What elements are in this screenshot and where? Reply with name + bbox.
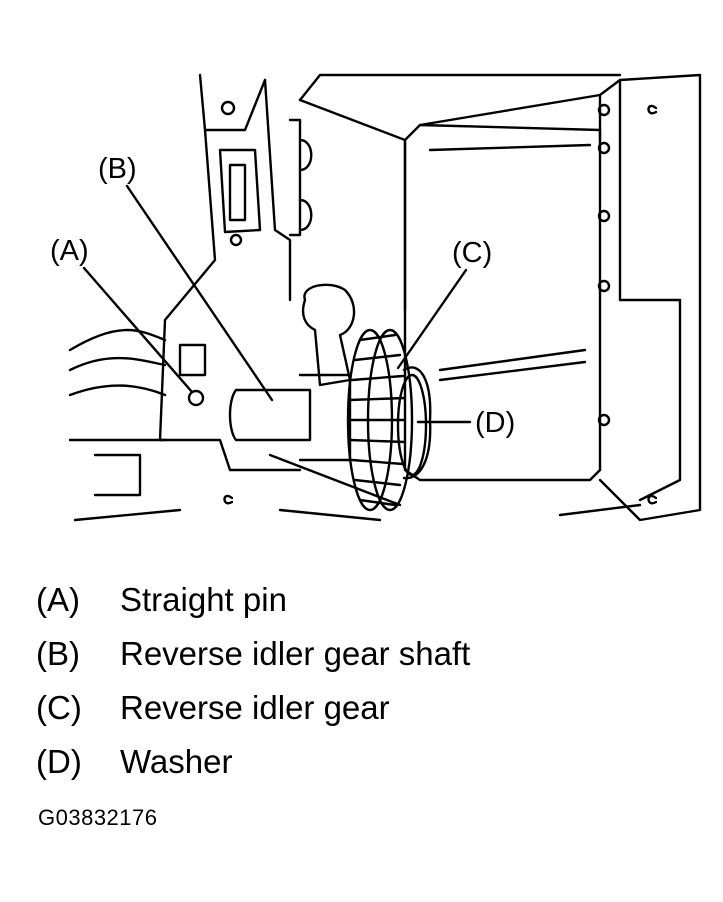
callout-c: (C)	[452, 237, 492, 269]
callout-b: (B)	[98, 153, 137, 185]
callout-a: (A)	[50, 235, 89, 267]
reverse-idler-gear	[346, 328, 414, 512]
legend-key: (D)	[36, 743, 82, 780]
leader-line-c	[396, 268, 468, 370]
leader-line-a	[82, 266, 194, 394]
legend-key: (A)	[36, 581, 80, 618]
transmission-case-illustration: (A) (B) (C) (D)	[50, 73, 702, 522]
legend-key: (C)	[36, 689, 82, 726]
case-body-outline	[298, 73, 702, 522]
legend-description: Washer	[120, 743, 233, 780]
bolt-holes	[220, 100, 658, 505]
shift-arm	[301, 283, 356, 387]
reverse-idler-gear-shaft	[228, 373, 352, 462]
figure-id: G03832176	[38, 805, 158, 830]
case-left-outline	[68, 73, 642, 522]
legend-description: Reverse idler gear	[120, 689, 390, 726]
legend-key: (B)	[36, 635, 80, 672]
washer	[396, 366, 432, 480]
straight-pin	[187, 389, 205, 407]
callout-d: (D)	[475, 407, 515, 439]
legend-description: Reverse idler gear shaft	[120, 635, 471, 672]
leader-line-b	[125, 184, 274, 402]
legend-description: Straight pin	[120, 581, 287, 618]
